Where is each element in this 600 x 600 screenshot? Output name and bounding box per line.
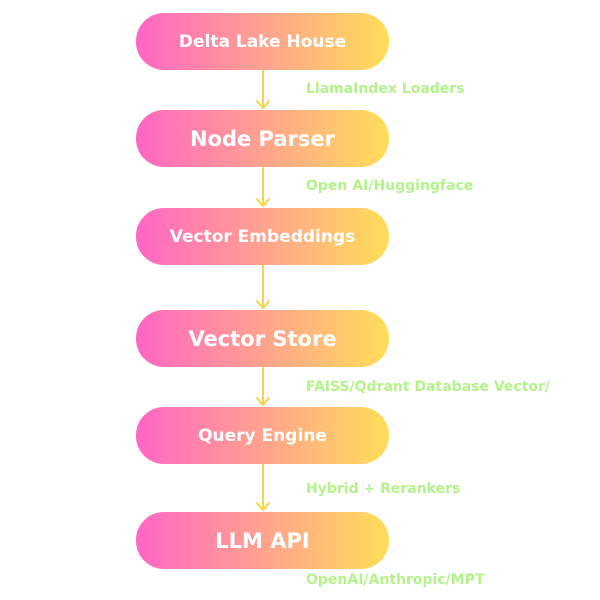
node-vector-embeddings: Vector Embeddings	[136, 208, 389, 265]
arrow-down-icon	[256, 167, 270, 207]
edge-label-retrieval: Hybrid + Rerankers	[306, 481, 461, 497]
edge-label-embedding-models: Open AI/Huggingface	[306, 178, 474, 194]
node-query-engine: Query Engine	[136, 407, 389, 464]
arrow-down-icon	[256, 464, 270, 511]
node-vector-store: Vector Store	[136, 310, 389, 367]
arrow-down-icon	[256, 70, 270, 109]
edge-label-vector-databases: FAISS/Qdrant Database Vector/	[306, 379, 551, 395]
edge-label-loaders: LlamaIndex Loaders	[306, 81, 465, 97]
node-delta-lake-house: Delta Lake House	[136, 13, 389, 70]
node-llm-api: LLM API	[136, 512, 389, 569]
node-node-parser: Node Parser	[136, 110, 389, 167]
edge-label-llm-providers: OpenAI/Anthropic/MPT	[306, 572, 485, 588]
arrow-down-icon	[256, 367, 270, 406]
arrow-down-icon	[256, 265, 270, 309]
